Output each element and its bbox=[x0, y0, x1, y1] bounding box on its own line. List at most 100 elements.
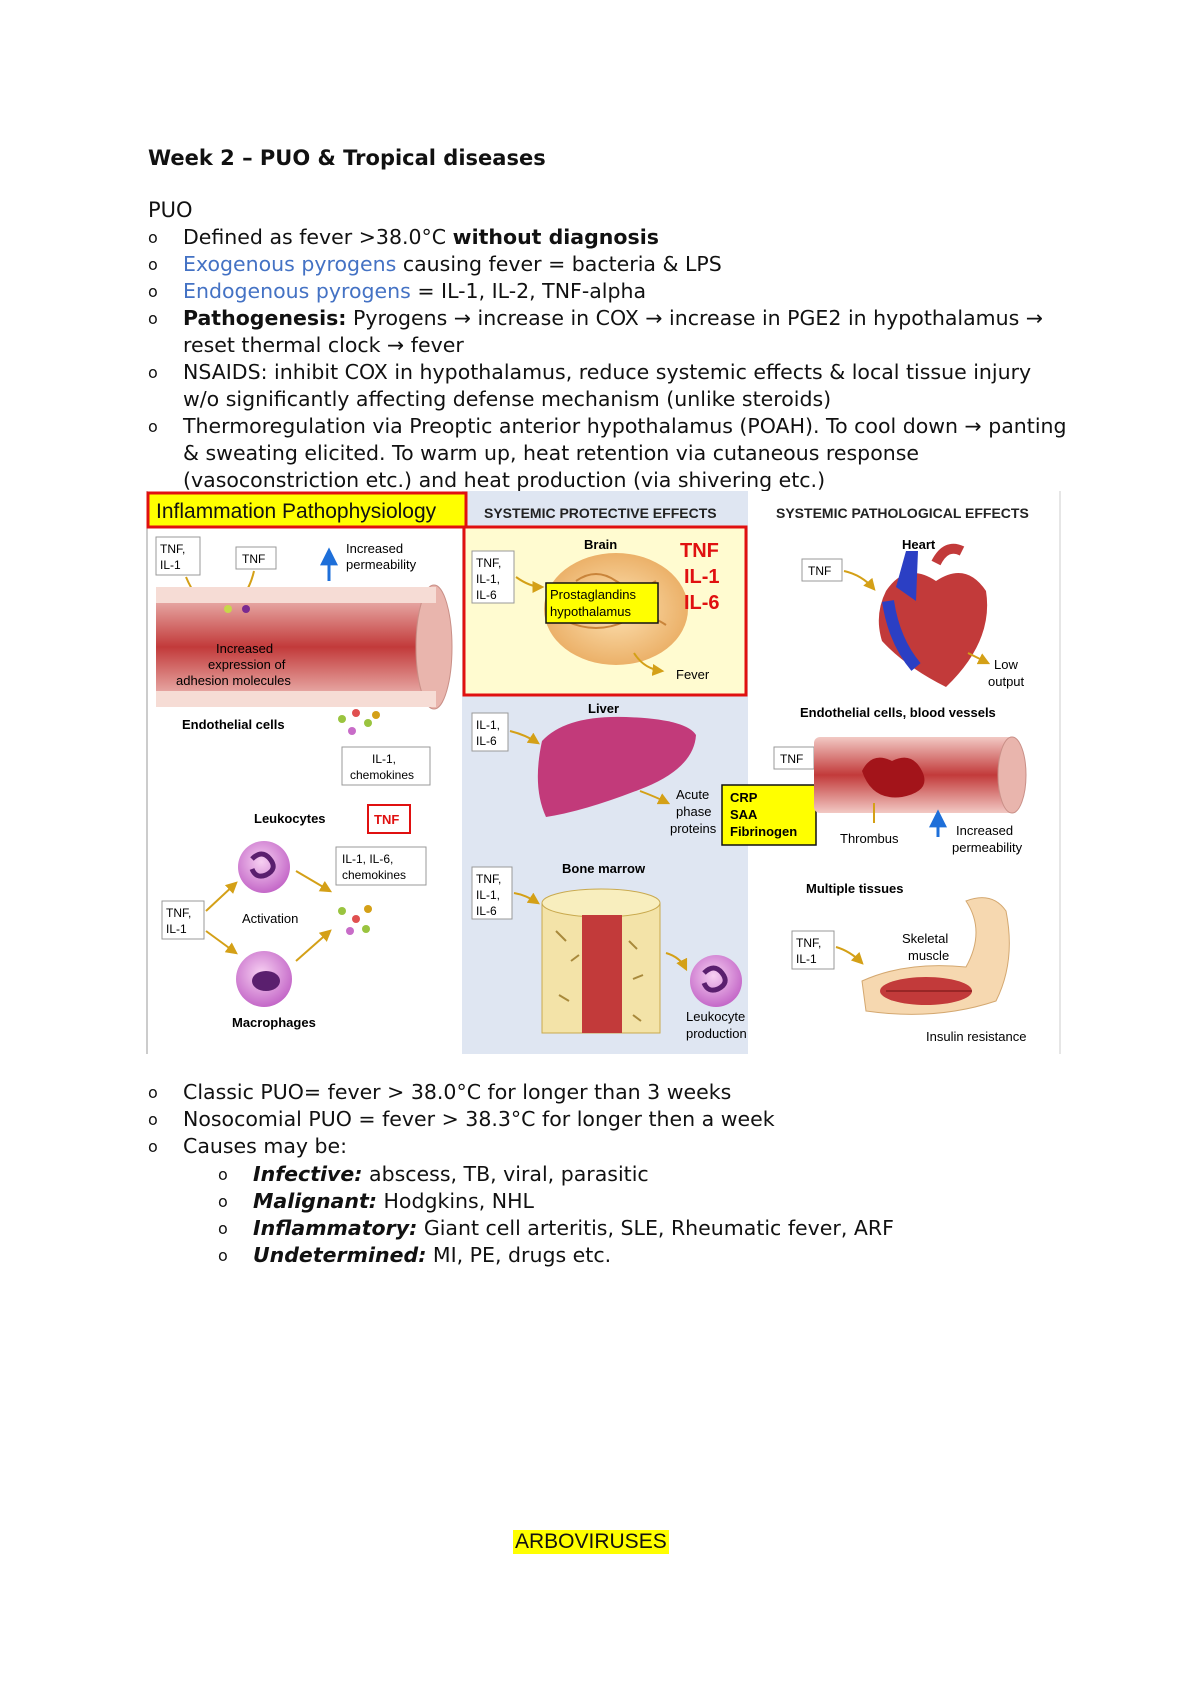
label-endothelial-blood-vessels: Endothelial cells, blood vessels bbox=[800, 705, 996, 720]
label-fever: Fever bbox=[676, 667, 710, 682]
label-increased-permeability: Increased bbox=[346, 541, 403, 556]
label-adhesion: expression of bbox=[208, 657, 286, 672]
puo-bullet-list: o Defined as fever >38.0°C without diagn… bbox=[148, 224, 1068, 494]
bone-marrow-illustration bbox=[541, 888, 661, 1034]
label-il1: IL-1 bbox=[166, 922, 187, 936]
label-leukocyte-production: Leukocyte bbox=[686, 1009, 745, 1024]
bullet-marker: o bbox=[218, 1219, 228, 1238]
bullet-bold-text: without diagnosis bbox=[452, 225, 659, 249]
bullet-marker: o bbox=[148, 228, 158, 247]
label-prostaglandins: Prostaglandins bbox=[550, 587, 636, 602]
list-item: o Undetermined: MI, PE, drugs etc. bbox=[218, 1242, 1068, 1269]
blood-vessel-illustration bbox=[156, 587, 436, 707]
bullet-marker: o bbox=[148, 255, 158, 274]
label-insulin-resistance: Insulin resistance bbox=[926, 1029, 1026, 1044]
bullet-text: = IL-1, IL-2, TNF-alpha bbox=[410, 279, 647, 303]
label-saa: SAA bbox=[730, 807, 758, 822]
label-tnf: TNF bbox=[242, 552, 265, 566]
bullet-text: Pyrogens → increase in COX → increase in… bbox=[183, 306, 1044, 357]
bullet-marker: o bbox=[218, 1192, 228, 1211]
bullet-text: causing fever = bacteria & LPS bbox=[396, 252, 722, 276]
bullet-marker: o bbox=[148, 1110, 158, 1129]
label-il1: IL-1 bbox=[160, 558, 181, 572]
bullet-marker: o bbox=[148, 282, 158, 301]
label-leukocyte-production: production bbox=[686, 1026, 747, 1041]
leukocyte-cell bbox=[238, 841, 290, 893]
bullet-text: Classic PUO= fever > 38.0°C for longer t… bbox=[183, 1080, 732, 1104]
label-il1-red: IL-1 bbox=[684, 566, 720, 588]
label-adhesion: Increased bbox=[216, 641, 273, 656]
label-macrophages: Macrophages bbox=[232, 1015, 316, 1030]
list-item: o NSAIDS: inhibit COX in hypothalamus, r… bbox=[148, 359, 1068, 413]
bullet-marker: o bbox=[148, 1083, 158, 1102]
label-chemokines: chemokines bbox=[350, 768, 414, 782]
label-tnf: TNF, bbox=[476, 872, 501, 886]
blood-vessel-thrombus-illustration bbox=[814, 736, 1027, 814]
label-bone-marrow: Bone marrow bbox=[562, 861, 646, 876]
label-hypothalamus: hypothalamus bbox=[550, 604, 631, 619]
list-item: o Exogenous pyrogens causing fever = bac… bbox=[148, 251, 1068, 278]
heart-illustration bbox=[878, 543, 988, 687]
cause-label: Undetermined: bbox=[253, 1243, 427, 1267]
list-item: o Malignant: Hodgkins, NHL bbox=[218, 1188, 1068, 1215]
list-item: o Inflammatory: Giant cell arteritis, SL… bbox=[218, 1215, 1068, 1242]
figure-svg: Inflammation Pathophysiology SYSTEMIC PR… bbox=[146, 491, 1062, 1054]
label-tnf: TNF, bbox=[160, 542, 185, 556]
label-il1: IL-1 bbox=[796, 952, 817, 966]
label-low-output: Low bbox=[994, 657, 1018, 672]
label-il1: IL-1, bbox=[476, 888, 500, 902]
label-acute-phase: proteins bbox=[670, 821, 717, 836]
label-skeletal-muscle: muscle bbox=[908, 948, 949, 963]
cause-text: abscess, TB, viral, parasitic bbox=[362, 1162, 649, 1186]
label-crp: CRP bbox=[730, 790, 758, 805]
label-increased-permeability: permeability bbox=[952, 840, 1023, 855]
list-item: o Classic PUO= fever > 38.0°C for longer… bbox=[148, 1079, 1068, 1106]
liver-illustration bbox=[537, 716, 696, 817]
bullet-marker: o bbox=[218, 1165, 228, 1184]
bullet-text: NSAIDS: inhibit COX in hypothalamus, red… bbox=[183, 360, 1032, 411]
list-item: o Infective: abscess, TB, viral, parasit… bbox=[218, 1161, 1068, 1188]
cause-label: Infective: bbox=[253, 1162, 363, 1186]
inflammation-pathophysiology-figure: Inflammation Pathophysiology SYSTEMIC PR… bbox=[146, 491, 1062, 1054]
skeletal-muscle-illustration bbox=[861, 897, 1010, 1015]
label-tnf-red: TNF bbox=[680, 540, 719, 562]
label-endothelial-cells: Endothelial cells bbox=[182, 717, 285, 732]
label-activation: Activation bbox=[242, 911, 298, 926]
label-tnf: TNF, bbox=[476, 556, 501, 570]
cause-text: Hodgkins, NHL bbox=[376, 1189, 534, 1213]
list-item: o Causes may be: bbox=[148, 1133, 1068, 1160]
label-il6: IL-6 bbox=[476, 734, 497, 748]
label-tnf: TNF bbox=[808, 564, 831, 578]
cause-label: Malignant: bbox=[253, 1189, 377, 1213]
protective-heading: SYSTEMIC PROTECTIVE EFFECTS bbox=[484, 505, 717, 521]
bullet-marker: o bbox=[148, 309, 158, 328]
label-increased-permeability: permeability bbox=[346, 557, 417, 572]
label-brain: Brain bbox=[584, 537, 617, 552]
label-leukocytes: Leukocytes bbox=[254, 811, 326, 826]
label-low-output: output bbox=[988, 674, 1025, 689]
cause-label: Inflammatory: bbox=[253, 1216, 418, 1240]
label-il6-red: IL-6 bbox=[684, 592, 720, 614]
puo-classification-list: o Classic PUO= fever > 38.0°C for longer… bbox=[148, 1079, 1068, 1160]
section-heading-puo: PUO bbox=[148, 198, 193, 222]
list-item: o Nosocomial PUO = fever > 38.3°C for lo… bbox=[148, 1106, 1068, 1133]
bullet-marker: o bbox=[148, 417, 158, 436]
bullet-bold-text: Pathogenesis: bbox=[183, 306, 347, 330]
leukocyte-cell bbox=[690, 955, 742, 1007]
label-acute-phase: phase bbox=[676, 804, 711, 819]
label-increased-permeability: Increased bbox=[956, 823, 1013, 838]
bullet-marker: o bbox=[148, 1137, 158, 1156]
label-fibrinogen: Fibrinogen bbox=[730, 824, 797, 839]
bullet-text: Thermoregulation via Preoptic anterior h… bbox=[183, 414, 1067, 492]
label-thrombus: Thrombus bbox=[840, 831, 899, 846]
label-il1: IL-1, bbox=[372, 752, 396, 766]
bullet-text: Defined as fever >38.0°C bbox=[183, 225, 453, 249]
cytokine-dots bbox=[338, 709, 380, 735]
label-heart: Heart bbox=[902, 537, 936, 552]
label-tnf: TNF bbox=[780, 752, 803, 766]
label-acute-phase: Acute bbox=[676, 787, 709, 802]
causes-sublist: o Infective: abscess, TB, viral, parasit… bbox=[218, 1161, 1068, 1269]
bullet-marker: o bbox=[148, 363, 158, 382]
list-item: o Defined as fever >38.0°C without diagn… bbox=[148, 224, 1068, 251]
